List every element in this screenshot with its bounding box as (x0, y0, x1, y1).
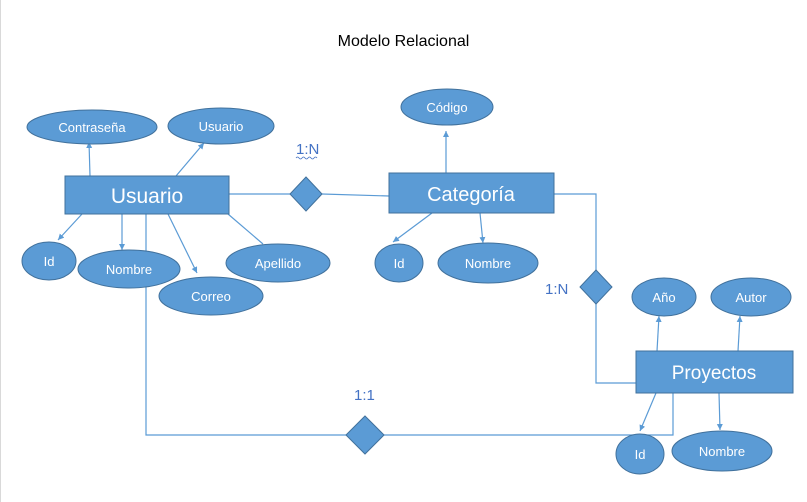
attribute-categoria-id[interactable]: Id (374, 243, 424, 283)
attribute-usuario-usuario[interactable]: Usuario (167, 107, 275, 145)
attribute-usuario-apellido[interactable]: Apellido (225, 243, 331, 283)
link-proyectos-nombre (716, 392, 723, 431)
link-proyectos-ano (655, 315, 662, 352)
attribute-label: Id (394, 256, 405, 271)
attribute-categoria-nombre[interactable]: Nombre (437, 242, 539, 284)
spellcheck-underline (295, 156, 318, 160)
link-usuario-apellido (227, 213, 264, 245)
attribute-usuario-correo[interactable]: Correo (158, 276, 264, 316)
page-left-edge (0, 0, 1, 502)
entity-usuario[interactable]: Usuario (64, 175, 230, 215)
attribute-proyectos-autor[interactable]: Autor (710, 277, 792, 317)
entity-usuario-label: Usuario (111, 185, 183, 208)
attribute-label: Código (426, 100, 467, 115)
link-rel1-categoria (321, 193, 390, 197)
attribute-usuario-nombre[interactable]: Nombre (77, 249, 181, 289)
attribute-usuario-id[interactable]: Id (21, 241, 77, 281)
cardinality-categoria-proyectos: 1:N (545, 281, 568, 298)
link-usuario-correo (167, 213, 198, 274)
attribute-proyectos-id[interactable]: Id (615, 433, 665, 475)
attribute-proyectos-nombre[interactable]: Nombre (671, 430, 773, 472)
relationship-categoria-proyectos[interactable] (579, 269, 613, 305)
attribute-proyectos-ano[interactable]: Año (631, 277, 697, 317)
link-usuario-rel3 (145, 214, 346, 436)
link-proyectos-id (639, 392, 657, 432)
attribute-usuario-contrasena[interactable]: Contraseña (26, 109, 158, 145)
attribute-label: Nombre (106, 262, 152, 277)
link-categoria-nombre (479, 212, 486, 244)
attribute-label: Autor (735, 290, 767, 305)
attribute-label: Correo (191, 289, 231, 304)
attribute-label: Id (44, 254, 55, 269)
link-categoria-rel2 (554, 193, 597, 270)
entity-categoria-label: Categoría (427, 184, 516, 206)
link-rel2-proyectos (595, 304, 636, 384)
attribute-label: Nombre (699, 444, 745, 459)
attribute-categoria-codigo[interactable]: Código (400, 88, 494, 126)
entity-proyectos[interactable]: Proyectos (635, 350, 794, 394)
diagram-title: Modelo Relacional (337, 33, 470, 50)
link-proyectos-autor (736, 315, 743, 352)
attribute-label: Usuario (199, 119, 244, 134)
link-usuario-contrasena (86, 141, 93, 177)
connectors (57, 131, 743, 436)
entity-categoria[interactable]: Categoría (388, 172, 555, 214)
cardinality-usuario-categoria: 1:N (296, 141, 319, 158)
attribute-label: Id (635, 447, 646, 462)
link-usuario-usuario (175, 142, 205, 177)
link-usuario-id (57, 213, 83, 241)
attribute-label: Año (652, 290, 675, 305)
attribute-label: Apellido (255, 256, 301, 271)
attribute-label: Contraseña (58, 120, 126, 135)
link-categoria-id (392, 212, 433, 243)
cardinality-usuario-proyectos: 1:1 (354, 387, 375, 404)
relationship-usuario-categoria[interactable] (289, 176, 323, 212)
entity-proyectos-label: Proyectos (672, 363, 756, 384)
relationship-usuario-proyectos[interactable] (345, 415, 385, 455)
link-rel3-proyectos (384, 393, 674, 436)
attribute-label: Nombre (465, 256, 511, 271)
